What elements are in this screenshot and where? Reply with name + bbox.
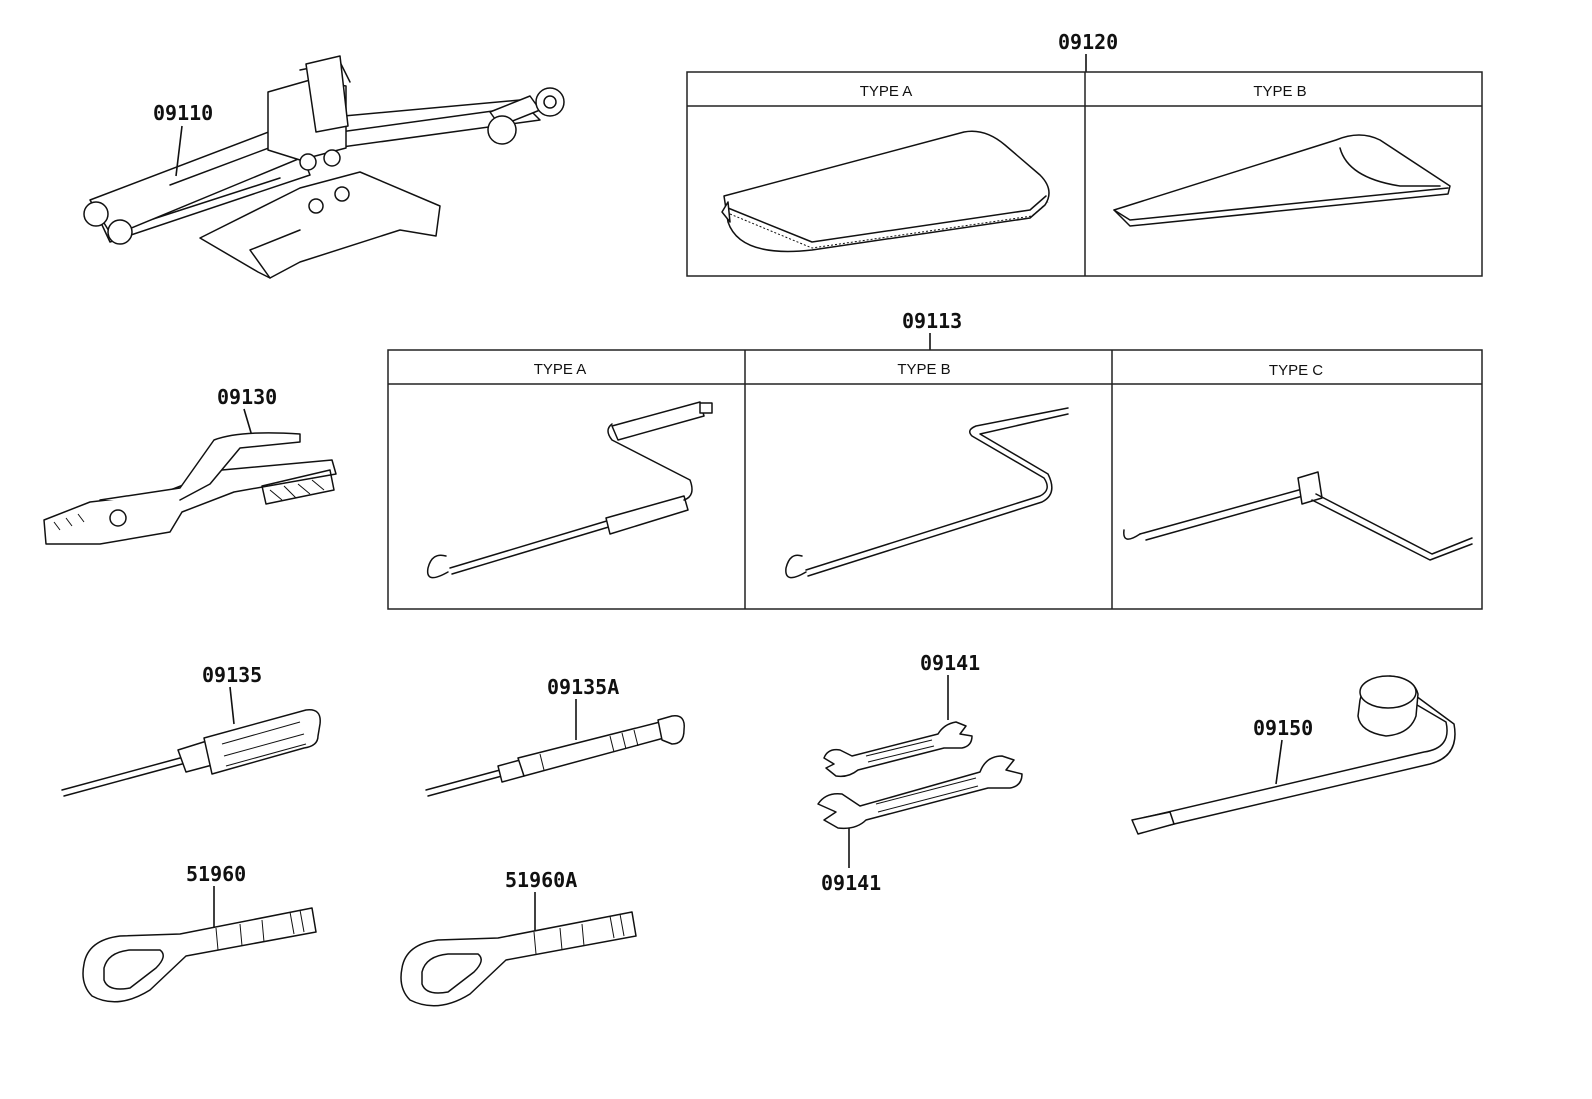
tool-bag-type-a-label: TYPE A (860, 83, 913, 100)
screwdriver-icon (61, 709, 321, 797)
part-number-09135: 09135 (202, 663, 262, 687)
part-number-09150: 09150 (1253, 716, 1313, 740)
part-number-09141-bottom: 09141 (821, 871, 881, 895)
jack-handle-type-b-label: TYPE B (897, 361, 950, 378)
screwdriver-icon (425, 715, 685, 797)
jack-handle-type-c-label: TYPE C (1269, 362, 1323, 379)
part-number-09135A: 09135A (547, 675, 619, 699)
part-number-09120: 09120 (1058, 30, 1118, 54)
part-number-51960: 51960 (186, 862, 246, 886)
jack-handle-type-a-label: TYPE A (534, 361, 587, 378)
lug-wrench-icon (1131, 675, 1456, 835)
part-number-09141-top: 09141 (920, 651, 980, 675)
part-number-51960A: 51960A (505, 868, 577, 892)
tool-pouch-icon (1113, 134, 1451, 227)
part-number-09110: 09110 (153, 101, 213, 125)
jack-handle-type-box (387, 349, 1483, 610)
tool-bag-type-b-label: TYPE B (1253, 83, 1306, 100)
tool-bag-icon (721, 130, 1050, 253)
wrench-icon (817, 721, 1023, 830)
pliers-icon (43, 432, 337, 545)
tow-eye-icon (400, 911, 637, 1007)
part-number-09130: 09130 (217, 385, 277, 409)
part-number-09113: 09113 (902, 309, 962, 333)
jack-handle-icon (426, 401, 1473, 579)
tow-eye-icon (82, 907, 317, 1003)
jack-icon (83, 55, 565, 279)
